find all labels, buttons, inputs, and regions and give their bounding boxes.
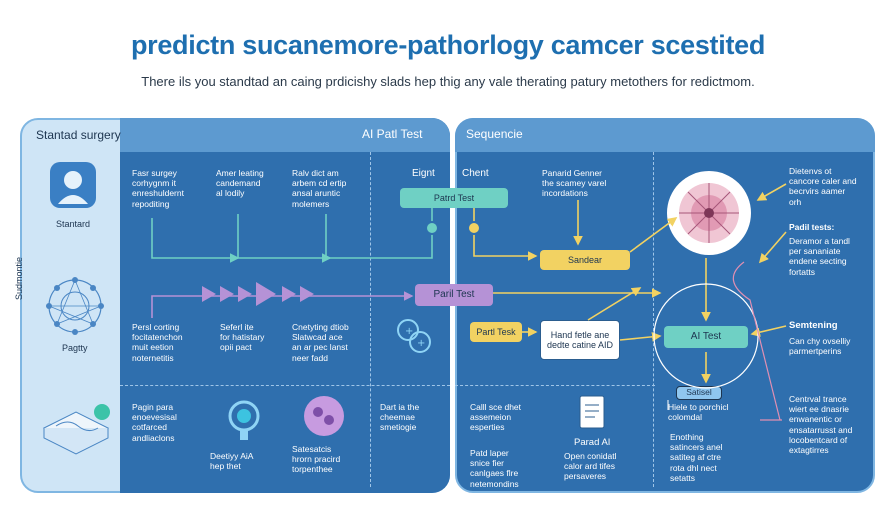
right-side-text-2: Deramor a tandl per sananiate endene sec… — [789, 236, 850, 277]
right-side-title-3: Semtening — [789, 320, 838, 331]
stantard-label: Stantard — [56, 219, 91, 229]
right-text-r3c1b: Patd laper snice fier canlgaes flre nete… — [470, 448, 519, 489]
divider — [370, 152, 371, 487]
right-text-r3c2: Parad AI — [574, 437, 611, 448]
middle-panel — [120, 118, 450, 493]
microscope-icon — [222, 396, 266, 444]
divider — [455, 385, 655, 386]
molecule-icon: ++ — [394, 316, 434, 356]
mid-text-r1c3: Ralv dict am arbem cd ertip ansal arunti… — [292, 168, 347, 209]
satisel-label: Satisel — [676, 386, 722, 400]
right-side-text-1: Dietenvs ot cancore caler and becrvirs a… — [789, 166, 857, 207]
svg-text:+: + — [417, 338, 425, 349]
network-icon — [44, 276, 106, 336]
mid-text-r3c4: Dart ia the cheemae smetiogie — [380, 402, 420, 433]
mid-text-r3c1: Pagin para enoevesisal cotfarced andliac… — [132, 402, 177, 443]
sandear-box: Sandear — [540, 250, 630, 270]
middle-panel-header-bar — [120, 118, 450, 152]
right-side-text-3: Can chy ovselliy parmertperins — [789, 336, 851, 357]
middle-panel-header: AI Patl Test — [362, 127, 423, 141]
left-panel-header: Stantad surgery — [36, 128, 121, 142]
right-text-r3c1: Calll sce dhet assemeion esperties — [470, 402, 522, 433]
document-icon — [578, 394, 608, 432]
tissue-slide-icon — [38, 398, 114, 464]
mid-text-r2c3: Cnetyting dtiob Slatwcad ace an ar pec l… — [292, 322, 349, 363]
pagtty-label: Pagtty — [62, 343, 88, 353]
divider — [120, 385, 450, 386]
divider — [653, 152, 654, 487]
right-text-r3c2b: Open conidatl calor ard tifes persaveres — [564, 451, 617, 482]
page-subtitle: There ils you standtad an caing prdicish… — [141, 74, 755, 89]
right-panel-header: Sequencie — [466, 127, 523, 141]
svg-text:+: + — [405, 326, 413, 337]
page-title: predictn sucanemore-pathorlogy camcer sc… — [130, 30, 766, 60]
mid-text-r1c2: Amer leating candemand al lodily — [216, 168, 264, 199]
person-icon — [46, 160, 102, 210]
right-text-r3c3: Hiele to porchicl colomdal — [668, 402, 729, 423]
right-col-label: Chent — [462, 168, 489, 179]
mid-text-r2c1: Persl corting focitatenchon muit eetion … — [132, 322, 183, 363]
mid-text-r2c2: Seferl ite for hatistary opii pact — [220, 322, 265, 353]
right-side-title-2: Padil tests: — [789, 222, 835, 232]
right-text-r1c2: Panarid Genner the scamey varel incordat… — [542, 168, 607, 199]
mid-text-r3c3: Satesatcis hrorn pracird torpenthee — [292, 444, 341, 475]
mid-text-r1c1: Fasr surgey corhygnm it enreshuldernt re… — [132, 168, 184, 209]
mid-col-label: Eignt — [412, 168, 435, 179]
ai-test-box: AI Test — [664, 326, 748, 348]
right-text-r3c3b: Enothing satincers anel satiteg af ctre … — [670, 432, 723, 483]
partl-tesk-box: Partl Tesk — [470, 322, 522, 342]
cells-icon — [302, 394, 346, 438]
right-side-text-4: Centrval trance wiert ee dnasrie enwanen… — [789, 394, 853, 455]
hand-fetle-box: Hand fetle ane dedte catine AID — [540, 320, 620, 360]
patrd-test-box: Patrd Test — [400, 188, 508, 208]
tissue-circle-icon — [664, 168, 754, 258]
paril-test-box: Paril Test — [415, 284, 493, 306]
right-panel-header-bar — [455, 118, 875, 152]
mid-text-r3c2: Deetiyy AiA hep thet — [210, 451, 254, 472]
